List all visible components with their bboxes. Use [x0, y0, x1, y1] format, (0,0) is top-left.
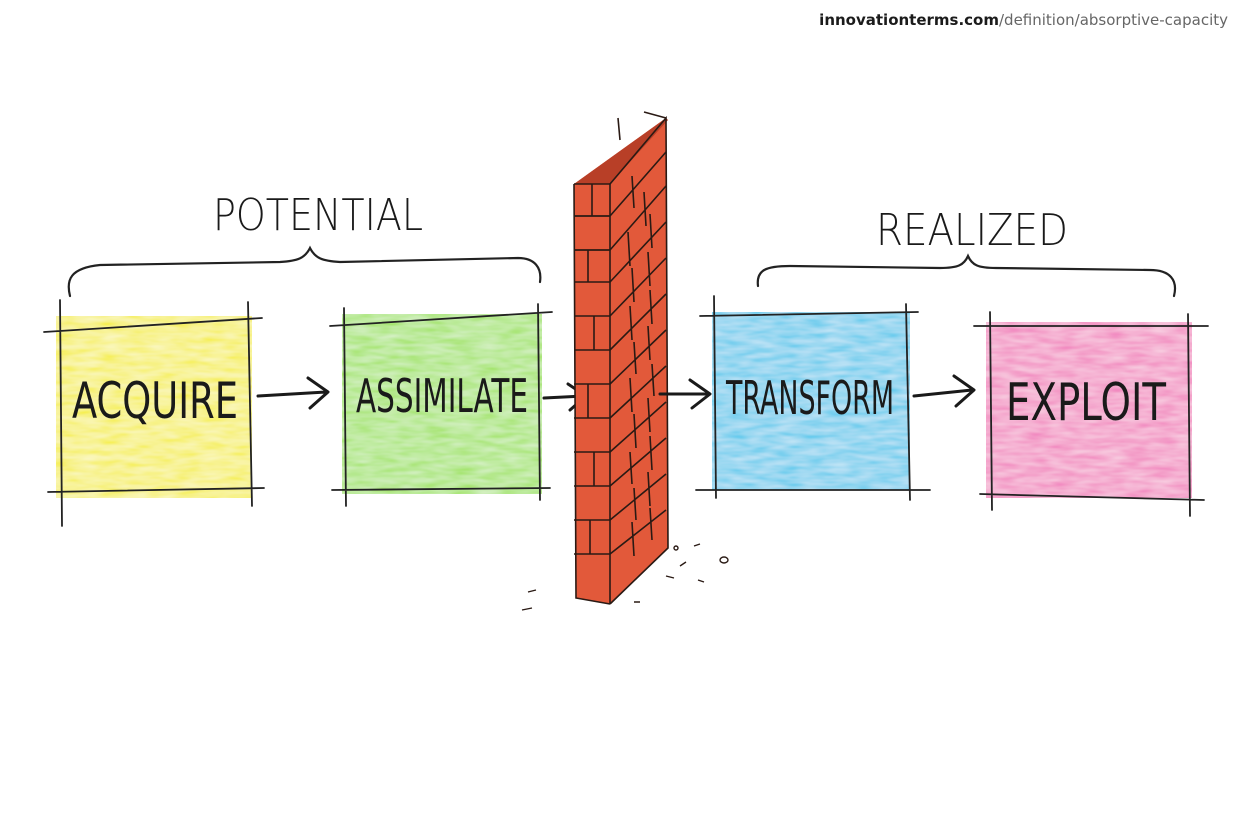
assimilate-box-fill [342, 314, 542, 494]
potential-label: POTENTIAL [213, 190, 423, 241]
assimilate-box [329, 303, 553, 507]
assimilate-label: ASSIMILATE [356, 369, 528, 423]
brick-wall-icon [521, 111, 729, 611]
arrow-right-icon [256, 376, 330, 410]
transform-box-fill [712, 312, 910, 490]
realized-brace [756, 253, 1177, 298]
source-domain: innovationterms.com [819, 11, 999, 29]
source-path: /definition/absorptive-capacity [999, 11, 1228, 29]
arrow-right-icon [658, 378, 712, 410]
transform-label: TRANSFORM [725, 371, 894, 425]
arrow-right-icon [912, 374, 976, 408]
exploit-label: EXPLOIT [1006, 373, 1166, 433]
exploit-box [973, 311, 1209, 517]
realized-label: REALIZED [876, 205, 1068, 256]
rubble [521, 543, 729, 611]
acquire-box [43, 299, 265, 527]
acquire-label: ACQUIRE [72, 372, 238, 430]
transform-box [695, 295, 931, 501]
exploit-box-fill [986, 322, 1192, 498]
source-url: innovationterms.com/definition/absorptiv… [819, 11, 1228, 29]
potential-brace [67, 245, 542, 298]
acquire-box-fill [56, 316, 252, 498]
